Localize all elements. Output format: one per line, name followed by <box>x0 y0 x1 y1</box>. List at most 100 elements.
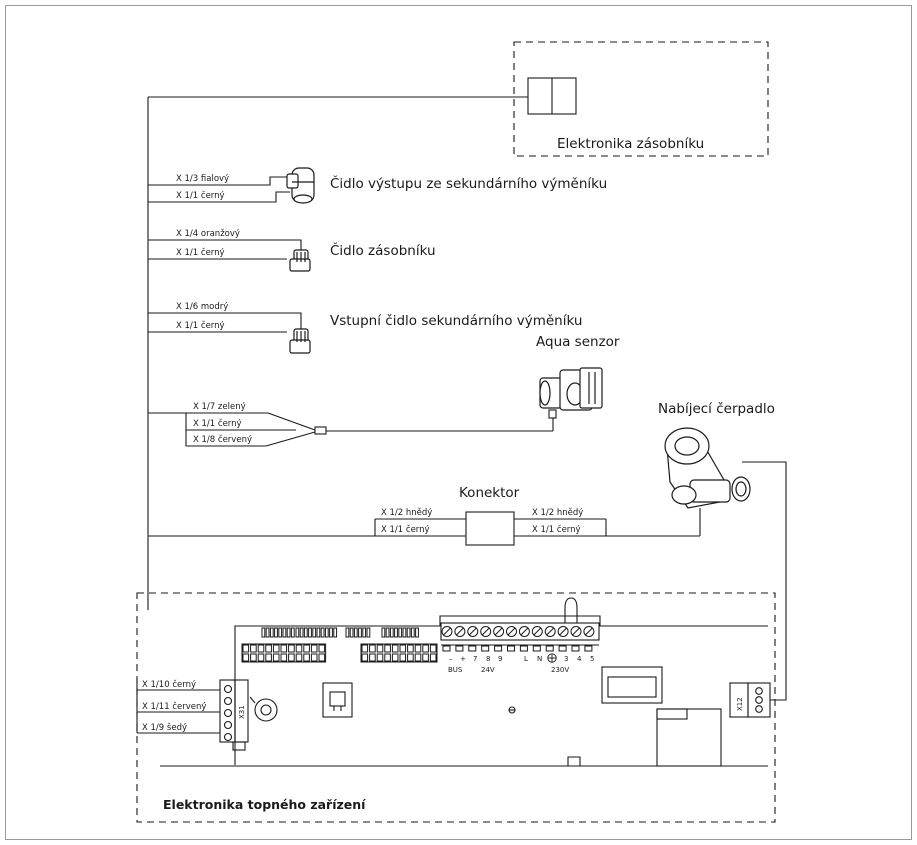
header-pin <box>385 627 390 638</box>
connector-cell <box>272 653 280 662</box>
aqua-sensor-icon <box>539 367 603 411</box>
screw-slot <box>443 627 451 636</box>
terminal-label: – <box>449 655 453 663</box>
connector-cell <box>384 653 391 662</box>
heater-electronics-box <box>136 592 776 823</box>
header-pin <box>349 627 354 638</box>
heater-electronics-label: Elektronika topného zařízení <box>163 797 366 812</box>
connector-cell <box>407 653 414 662</box>
header-pin <box>265 627 270 638</box>
screw-slot <box>481 627 490 636</box>
header-pin <box>398 627 403 638</box>
screw-slot <box>585 627 593 636</box>
connector-cell <box>399 644 407 653</box>
terminal-pin <box>532 645 541 652</box>
connector-cell <box>376 644 384 653</box>
header-pin <box>316 627 321 638</box>
pump-name: Nabíjecí čerpadlo <box>658 401 775 417</box>
connector-cell <box>272 644 280 653</box>
header-pin <box>295 627 300 638</box>
header-pin <box>324 627 329 638</box>
connector-cell <box>429 644 437 653</box>
storage-sensor-icon <box>289 249 311 272</box>
connector-cell <box>429 653 437 662</box>
connector-cell <box>414 644 422 653</box>
header-pin <box>269 627 274 638</box>
header-pin <box>274 627 278 638</box>
sensor3-wire1-label: X 1/6 modrý <box>176 302 228 312</box>
connector-cell <box>280 653 288 662</box>
connector-cell <box>257 653 265 662</box>
connector-cell <box>318 653 326 662</box>
connector-cell <box>265 653 272 662</box>
screw-terminal <box>493 626 505 637</box>
screw-terminal <box>480 626 492 637</box>
connector-cell <box>250 644 257 653</box>
connector-cell <box>242 644 250 653</box>
terminal-label: 4 <box>577 655 582 663</box>
terminal-label: 5 <box>590 655 594 663</box>
terminal-group-label: BUS <box>448 666 463 674</box>
sensor2-name: Čidlo zásobníku <box>330 241 436 259</box>
terminal-pin <box>442 645 451 652</box>
header-pin <box>389 627 394 638</box>
connector-cell <box>265 644 272 653</box>
sensor1-wire1-label: X 1/3 fialový <box>176 174 229 184</box>
screw-slot <box>533 627 542 636</box>
inlet-sensor-icon <box>289 328 311 354</box>
header-pin <box>308 627 312 638</box>
connector-cell <box>242 653 250 662</box>
screw-terminal <box>441 626 453 637</box>
aqua-wire1-label: X 1/7 zelený <box>193 402 246 412</box>
header-pin <box>345 627 350 638</box>
storage-electronics-box <box>513 41 769 157</box>
ground-terminal-icon <box>547 653 557 663</box>
screw-slot <box>546 627 555 636</box>
aqua-wire2-label: X 1/1 černý <box>193 418 242 429</box>
connector-cell <box>361 653 369 662</box>
x31-label: X31 <box>238 705 246 719</box>
header-pin <box>362 627 367 638</box>
sensor1-name: Čidlo výstupu ze sekundárního výměníku <box>330 174 607 192</box>
screw-slot <box>468 627 477 636</box>
terminal-pin <box>571 645 580 652</box>
connector-cell <box>422 653 429 662</box>
connector-cell <box>399 653 407 662</box>
board-connector-grids <box>241 643 438 663</box>
screw-slot <box>559 627 567 636</box>
pump-right-wire2-label: X 1/1 černý <box>532 524 581 535</box>
connector-cell <box>250 653 257 662</box>
connector-cell <box>310 653 318 662</box>
sensor2-wire1-label: X 1/4 oranžový <box>176 229 240 239</box>
x31-wire3-label: X 1/9 šedý <box>142 722 187 733</box>
header-pin <box>410 627 415 638</box>
connector-cell <box>280 644 288 653</box>
x12-label: X12 <box>736 697 744 711</box>
screw-slot <box>456 627 464 636</box>
terminal-group-label: 230V <box>551 666 569 674</box>
screw-terminal <box>518 626 530 637</box>
pin-header-rows <box>261 627 419 638</box>
x31-wire1-label: X 1/10 černý <box>142 679 196 690</box>
header-pin <box>299 627 304 638</box>
header-pin <box>394 627 398 638</box>
terminal-pin <box>494 645 503 652</box>
screw-terminal <box>531 626 543 637</box>
terminal-label: 7 <box>473 655 477 663</box>
connector-grid <box>360 643 438 663</box>
pump-left-wire2-label: X 1/1 černý <box>381 524 430 535</box>
connector-cell <box>318 644 326 653</box>
terminal-label: 9 <box>498 655 502 663</box>
screw-terminal <box>454 626 466 637</box>
sensor2-wire2-label: X 1/1 černý <box>176 247 225 258</box>
header-pin <box>303 627 308 638</box>
screw-slot <box>494 627 503 636</box>
connector-cell <box>407 644 414 653</box>
header-pin <box>312 627 317 638</box>
x31-wire2-label: X 1/11 červený <box>142 701 206 712</box>
terminal-group-label: 24V <box>481 666 495 674</box>
sensor1-wire2-label: X 1/1 černý <box>176 190 225 201</box>
pump-right-wire1-label: X 1/2 hnědý <box>532 508 583 518</box>
screw-terminals <box>441 626 595 652</box>
connector-cell <box>361 644 369 653</box>
